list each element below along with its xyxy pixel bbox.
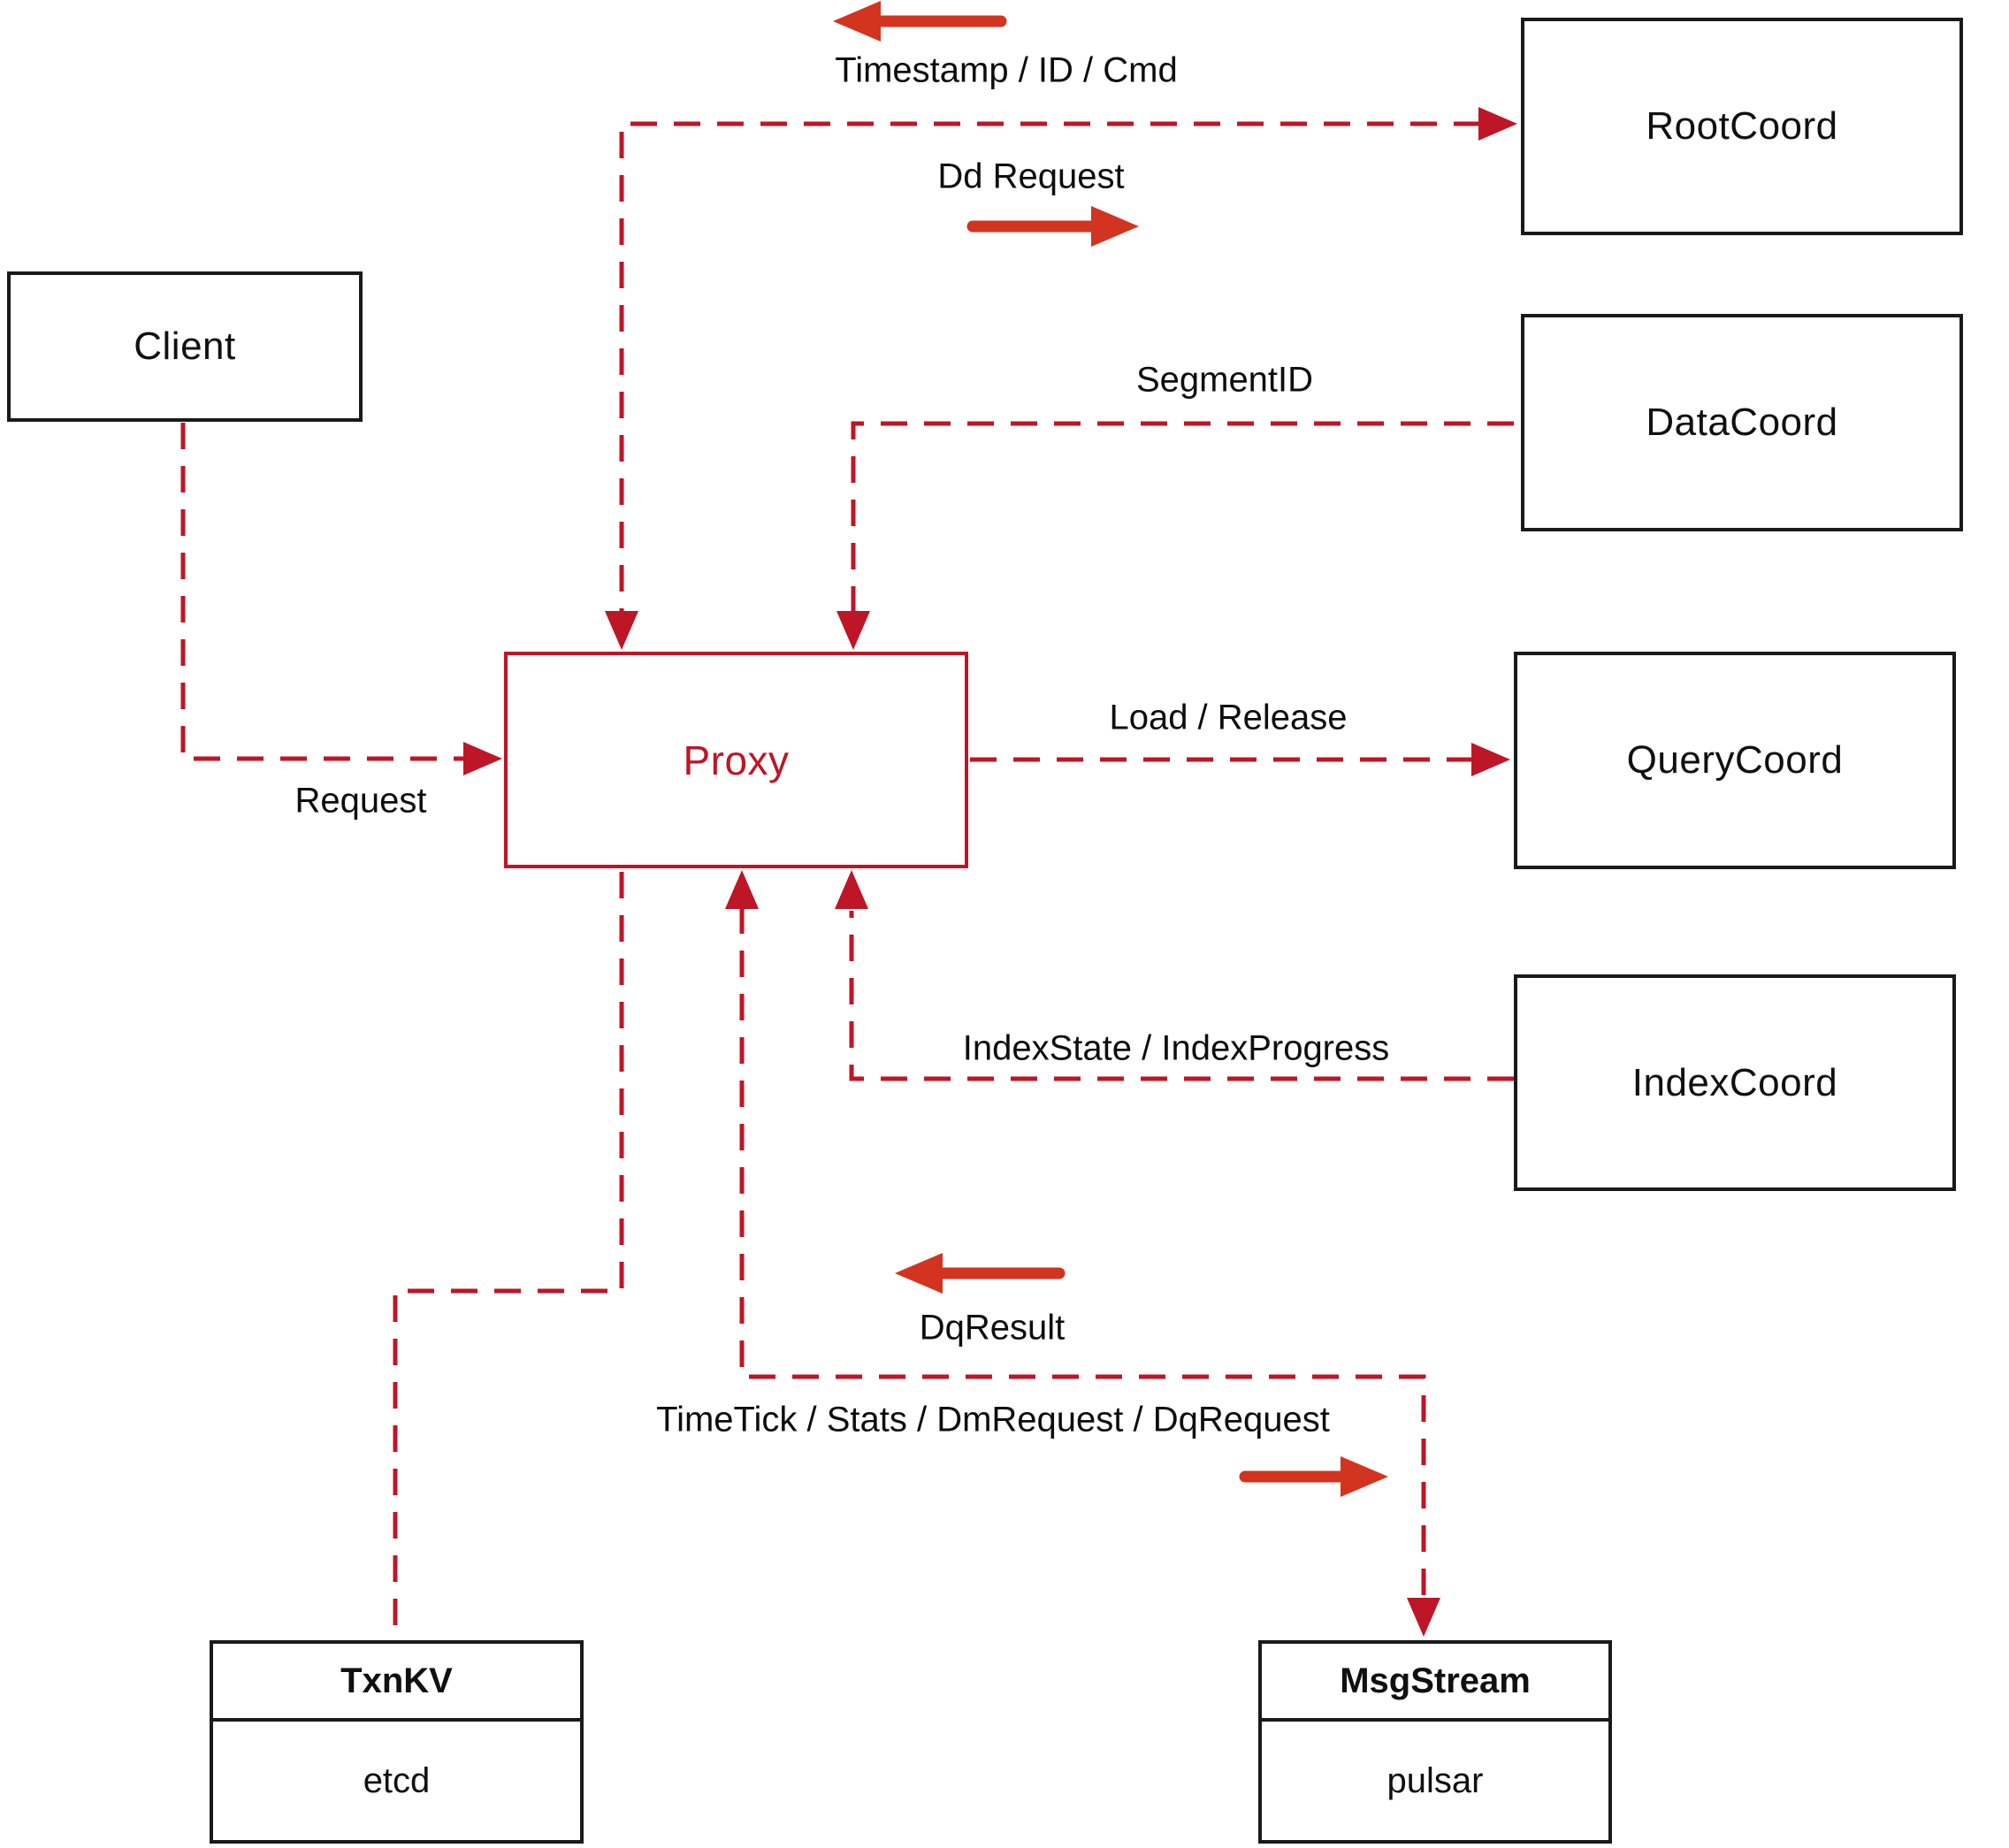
arrowhead-into-proxy-bottom-right (835, 870, 868, 909)
node-msgstream: MsgStream pulsar (1258, 1640, 1612, 1844)
node-txnkv-title: TxnKV (213, 1644, 580, 1722)
edge-datacoord-proxy (851, 421, 1514, 615)
edge-label-dd-request: Dd Request (937, 157, 1125, 196)
node-proxy: Proxy (504, 652, 968, 868)
node-querycoord-label: QueryCoord (1626, 738, 1844, 782)
node-client: Client (7, 271, 363, 422)
arrowhead-into-proxy-top-left (605, 611, 638, 650)
arrowhead-into-proxy-top-right (836, 611, 870, 650)
edge-label-dqresult: DqResult (919, 1308, 1066, 1348)
node-datacoord-label: DataCoord (1646, 401, 1838, 444)
edge-label-load-release: Load / Release (1109, 698, 1348, 737)
node-indexcoord-label: IndexCoord (1631, 1060, 1838, 1104)
edge-label-timetick-stats-dmrequest-dqrequest: TimeTick / Stats / DmRequest / DqRequest (656, 1400, 1330, 1439)
direction-arrow-right-timetick (1239, 1456, 1388, 1497)
node-rootcoord: RootCoord (1521, 18, 1963, 235)
direction-arrow-left-dqresult (895, 1253, 1066, 1294)
direction-arrow-left-timestamp (833, 1, 1007, 42)
node-txnkv-subtitle: etcd (363, 1760, 431, 1800)
node-querycoord: QueryCoord (1514, 652, 1956, 869)
node-client-label: Client (134, 325, 236, 368)
edge-label-indexstate-indexprogress: IndexState / IndexProgress (962, 1028, 1390, 1068)
node-datacoord: DataCoord (1521, 314, 1963, 531)
arrowhead-into-proxy-left (463, 742, 502, 775)
arrowhead-into-querycoord (1471, 743, 1510, 776)
edge-proxy-txnkv (393, 872, 624, 1638)
node-txnkv: TxnKV etcd (210, 1640, 584, 1844)
node-rootcoord-label: RootCoord (1646, 104, 1838, 148)
arrowhead-into-rootcoord (1478, 107, 1517, 141)
edge-label-request: Request (294, 781, 427, 821)
node-msgstream-subtitle: pulsar (1386, 1760, 1484, 1800)
edge-proxy-msgstream (739, 907, 1426, 1600)
edge-label-segmentid: SegmentID (1135, 360, 1314, 400)
direction-arrow-right-dd-request (966, 206, 1139, 247)
node-indexcoord: IndexCoord (1514, 974, 1956, 1191)
node-msgstream-title: MsgStream (1262, 1644, 1608, 1722)
arrowhead-into-msgstream (1407, 1598, 1440, 1637)
edge-proxy-rootcoord (619, 121, 1480, 615)
edge-label-timestamp-id-cmd: Timestamp / ID / Cmd (835, 50, 1178, 90)
edge-indexcoord-proxy (849, 911, 1514, 1081)
edge-client-proxy (180, 423, 467, 761)
arrowhead-into-proxy-bottom-left (725, 870, 759, 909)
node-proxy-label: Proxy (683, 737, 790, 783)
